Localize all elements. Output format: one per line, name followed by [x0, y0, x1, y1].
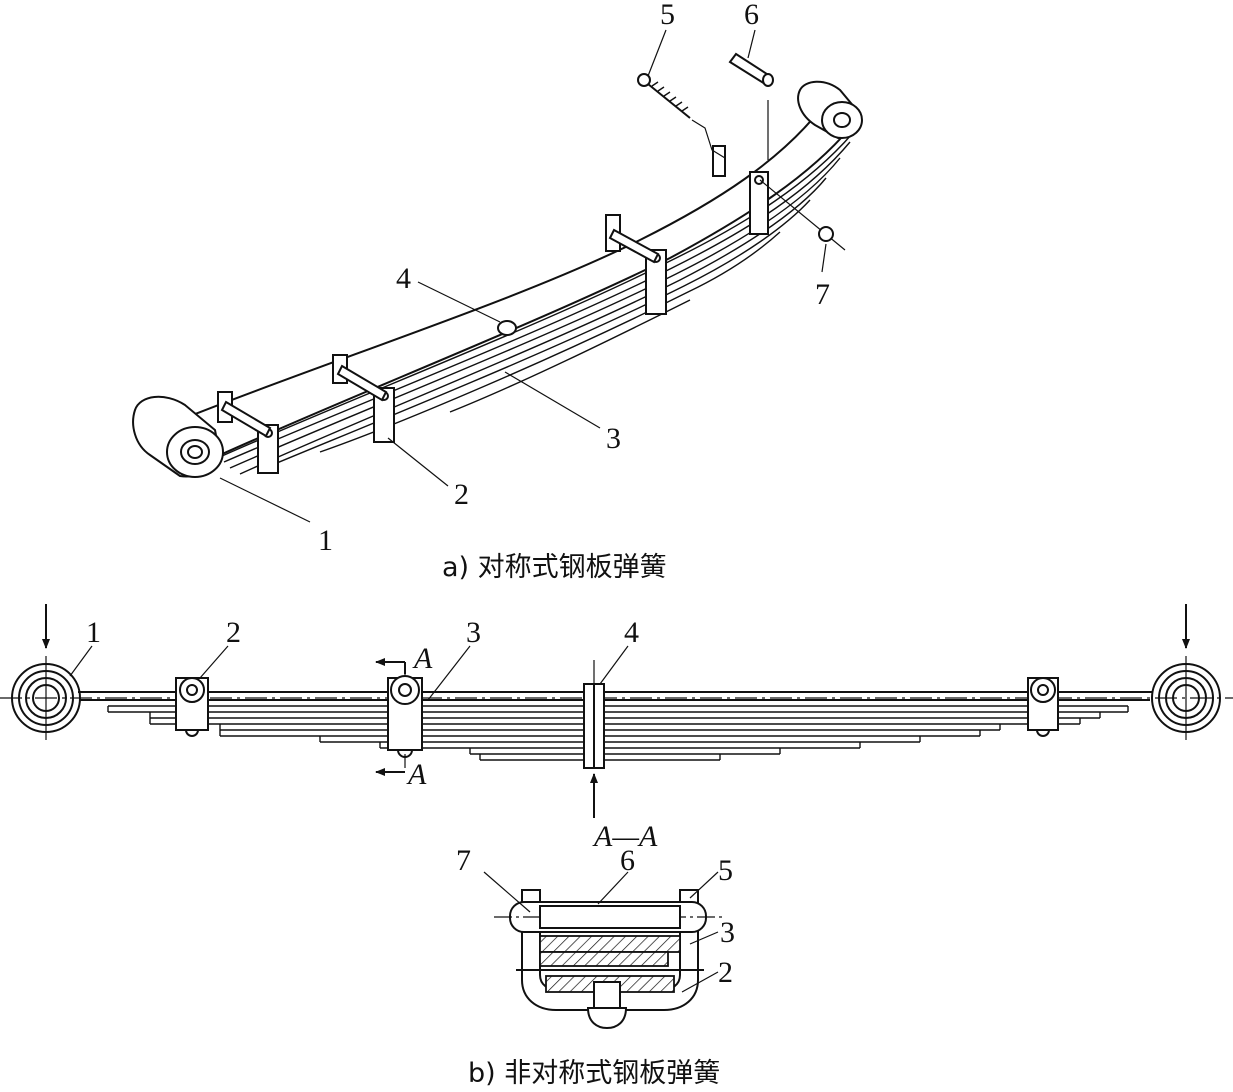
section-label-5: 5 — [718, 854, 733, 887]
label-a-3: 3 — [606, 422, 621, 455]
clip-b-2 — [387, 664, 423, 768]
main-leaf — [178, 108, 852, 457]
bolt-part — [637, 73, 726, 159]
label-a-2: 2 — [454, 478, 469, 511]
clip-3 — [605, 214, 667, 315]
label-a-1: 1 — [318, 524, 333, 557]
label-b-3: 3 — [466, 616, 481, 649]
section-title: A—A — [592, 820, 658, 853]
section-label-3: 3 — [720, 916, 735, 949]
label-b-2: 2 — [226, 616, 241, 649]
left-spring-eye — [132, 395, 224, 478]
section-label-2: 2 — [718, 956, 733, 989]
label-a-5: 5 — [660, 0, 675, 31]
label-b-4: 4 — [624, 616, 639, 649]
center-bolt-b — [583, 660, 605, 769]
label-a-6: 6 — [744, 0, 759, 31]
section-label-6: 6 — [620, 844, 635, 877]
section-mark-top: A — [412, 642, 433, 675]
clip-b-1 — [175, 677, 209, 737]
clip-2 — [332, 354, 395, 443]
symmetric-spring-drawing — [132, 29, 863, 523]
sleeve-part — [728, 52, 774, 160]
center-bolt-hole — [497, 320, 517, 336]
caption-b: b) 非对称式钢板弹簧 — [468, 1058, 720, 1089]
caption-a: a) 对称式钢板弹簧 — [442, 552, 667, 583]
label-a-4: 4 — [396, 262, 411, 295]
label-a-7: 7 — [815, 278, 830, 311]
clip-1 — [217, 391, 279, 474]
asymmetric-spring-drawing — [0, 604, 1233, 818]
section-mark-bottom: A — [406, 758, 427, 791]
right-spring-eye — [797, 80, 863, 140]
label-b-1: 1 — [86, 616, 101, 649]
clip-4 — [712, 145, 769, 235]
left-eye-b — [11, 656, 81, 740]
clip-b-3 — [1027, 677, 1059, 737]
right-eye-b — [1151, 656, 1221, 740]
nut-part — [759, 179, 846, 273]
section-label-7: 7 — [456, 844, 471, 877]
section-a-a-drawing — [483, 871, 722, 1030]
